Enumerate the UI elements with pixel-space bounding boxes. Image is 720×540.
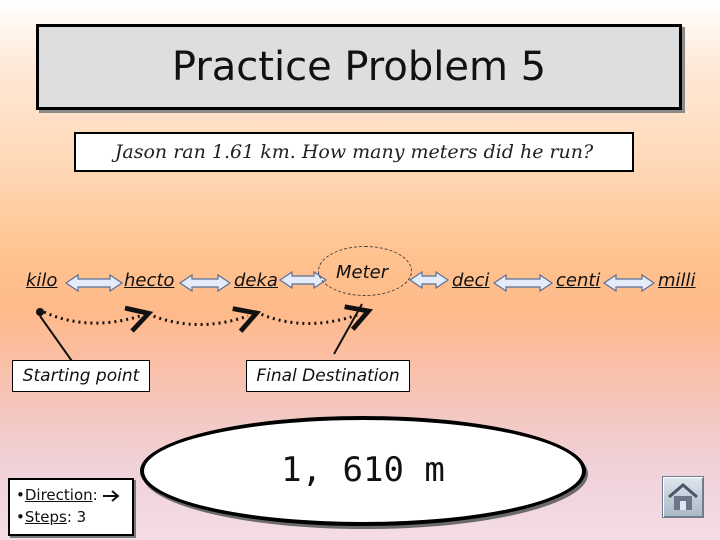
double-arrow-icon [408,270,450,290]
arrow-right-icon [103,489,121,502]
direction-steps-box: •Direction: •Steps: 3 [8,478,134,536]
hop-arrow [43,305,154,333]
answer-text: 1, 610 m [281,450,445,490]
direction-line: •Direction: [16,484,126,506]
double-arrow-icon [64,273,124,293]
prefix-meter: Meter [336,262,389,283]
steps-line: •Steps: 3 [16,508,87,526]
meter-highlight-circle [318,246,412,296]
prefix-kilo: kilo [26,270,58,291]
prefix-centi: centi [556,270,601,291]
slide-title: Practice Problem 5 [171,44,547,90]
prefix-deci: deci [452,270,490,291]
hop-arrow [147,306,262,333]
home-button[interactable] [662,476,704,518]
prefix-hecto: hecto [124,270,175,291]
question-text: Jason ran 1.61 km. How many meters did h… [114,141,594,163]
prefix-deka: deka [234,270,278,291]
home-icon [668,483,698,510]
double-arrow-icon [178,273,232,293]
start-pointer-line [39,315,75,365]
question-box: Jason ran 1.61 km. How many meters did h… [74,132,634,172]
hop-arrow [255,304,374,331]
final-pointer-line [333,303,363,355]
start-dot [36,308,44,316]
double-arrow-icon [492,273,554,293]
double-arrow-icon [602,273,656,293]
starting-point-label: Starting point [12,360,150,392]
title-box: Practice Problem 5 [36,24,682,110]
answer-ellipse: 1, 610 m [140,416,586,526]
final-destination-label: Final Destination [246,360,410,392]
prefix-milli: milli [658,270,696,291]
